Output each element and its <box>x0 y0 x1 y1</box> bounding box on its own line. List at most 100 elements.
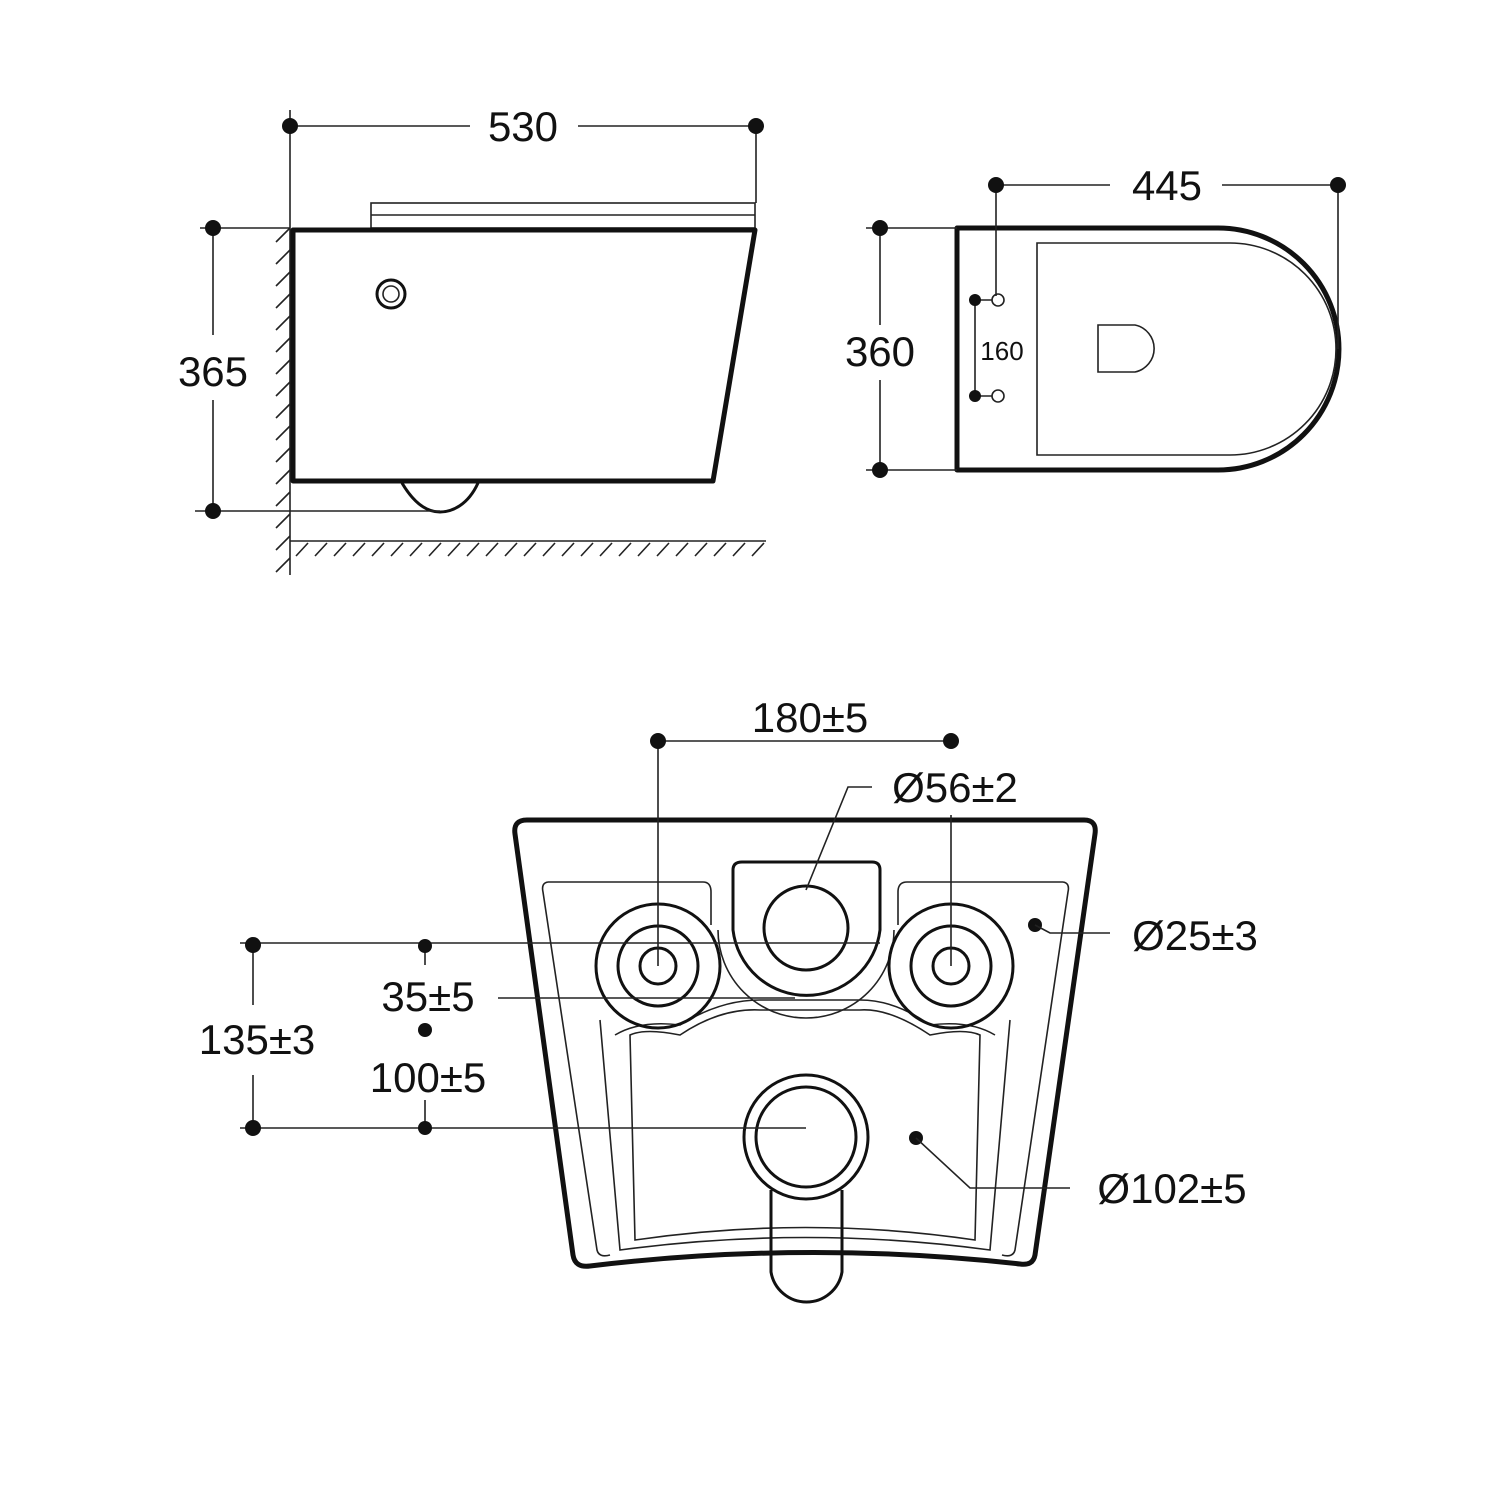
hatch-mark <box>485 542 499 557</box>
bowl-outline-rear <box>512 817 1098 1269</box>
dim-dot <box>943 733 959 749</box>
water-inlet-hole <box>762 884 850 972</box>
hatch-mark <box>275 469 291 485</box>
hatch-mark <box>275 557 291 573</box>
hatch-mark <box>390 542 404 557</box>
hatch-mark <box>428 542 442 557</box>
leader-line <box>915 1137 1070 1189</box>
hatch-mark <box>618 542 632 557</box>
bowl-body-side <box>290 227 758 484</box>
hatch-mark <box>275 359 291 375</box>
hatch-mark <box>656 542 670 557</box>
outlet-diameter-label: Ø102±5 <box>1097 1165 1246 1212</box>
inner-frame-right <box>897 881 1063 925</box>
hatch-mark <box>409 542 423 557</box>
dim-dot <box>650 733 666 749</box>
dim-dot <box>969 390 981 402</box>
bowl-channel <box>599 1019 1011 1251</box>
hatch-mark <box>504 542 518 557</box>
hatch-mark <box>751 542 765 557</box>
hatch-mark <box>275 315 291 331</box>
hatch-mark <box>275 491 291 507</box>
hatch-mark <box>352 542 366 557</box>
dim-dot <box>872 220 888 236</box>
rear-view: 180±5 Ø56±2 Ø25±3 Ø102±5 135±3 35±5 100±… <box>199 694 1258 1304</box>
dim-dot <box>748 118 764 134</box>
inlet-diameter-label: Ø56±2 <box>892 764 1018 811</box>
inner-frame-right-side <box>1001 881 1070 1257</box>
hatch-mark <box>275 425 291 441</box>
bolt-hole-diameter-label: Ø25±3 <box>1132 912 1258 959</box>
floor-hatching <box>295 542 765 557</box>
dim-width-label: 530 <box>488 103 558 150</box>
dim-dot <box>245 1120 261 1136</box>
water-inlet-inner <box>382 285 400 303</box>
side-view: 530 365 <box>178 103 766 575</box>
hatch-mark <box>447 542 461 557</box>
hatch-mark <box>694 542 708 557</box>
hatch-mark <box>295 542 309 557</box>
dim-dot <box>988 177 1004 193</box>
dim-dot <box>418 1023 432 1037</box>
hatch-mark <box>275 227 291 243</box>
bolt-spacing-label: 160 <box>980 336 1023 366</box>
hatch-mark <box>275 337 291 353</box>
hatch-mark <box>275 447 291 463</box>
hatch-mark <box>275 293 291 309</box>
dim-dot <box>1330 177 1346 193</box>
dim-dot <box>205 220 221 236</box>
bolt-hole-top <box>991 389 1005 403</box>
outlet-offset-label: 100±5 <box>370 1054 486 1101</box>
bolt-spacing-label-rear: 180±5 <box>752 694 868 741</box>
hatch-mark <box>580 542 594 557</box>
inner-frame-left <box>548 881 712 925</box>
flush-opening <box>1097 324 1155 373</box>
bowl-inner-top <box>1036 242 1337 456</box>
water-inlet-side <box>375 278 407 310</box>
hatch-mark <box>542 542 556 557</box>
hatch-mark <box>275 249 291 265</box>
dim-dot <box>872 462 888 478</box>
inlet-housing <box>731 860 882 997</box>
top-view: 445 360 160 <box>845 162 1346 478</box>
hatch-mark <box>275 403 291 419</box>
outlet-height-label: 135±3 <box>199 1016 315 1063</box>
bowl-outline-top <box>954 225 1342 473</box>
hatch-mark <box>523 542 537 557</box>
hatch-mark <box>637 542 651 557</box>
hatch-mark <box>466 542 480 557</box>
bowl-ridge <box>614 999 996 1036</box>
outlet-ring <box>742 1073 870 1201</box>
dim-width-label-top: 360 <box>845 328 915 375</box>
hatch-mark <box>599 542 613 557</box>
hatch-mark <box>713 542 727 557</box>
leader-line <box>805 786 872 891</box>
leader-line <box>1034 924 1110 934</box>
wall-hatching <box>275 227 291 573</box>
bolt-hole-top <box>991 293 1005 307</box>
hatch-mark <box>732 542 746 557</box>
bowl-inner-basin <box>629 1009 981 1241</box>
drain-bump <box>769 1240 844 1304</box>
hatch-mark <box>275 381 291 397</box>
dim-dot <box>418 1121 432 1135</box>
hatch-mark <box>561 542 575 557</box>
dim-depth-label: 445 <box>1132 162 1202 209</box>
dim-dot <box>245 937 261 953</box>
outlet-bump <box>400 482 480 514</box>
dim-dot <box>282 118 298 134</box>
hatch-mark <box>275 535 291 551</box>
hatch-mark <box>275 513 291 529</box>
hatch-mark <box>675 542 689 557</box>
inlet-housing-outer <box>717 929 895 1019</box>
outlet-hole <box>754 1085 858 1189</box>
dim-dot <box>969 294 981 306</box>
hatch-mark <box>275 271 291 287</box>
inlet-offset-label: 35±5 <box>381 973 474 1020</box>
hatch-mark <box>333 542 347 557</box>
dim-height-label: 365 <box>178 348 248 395</box>
dim-dot <box>205 503 221 519</box>
hatch-mark <box>314 542 328 557</box>
hatch-mark <box>371 542 385 557</box>
